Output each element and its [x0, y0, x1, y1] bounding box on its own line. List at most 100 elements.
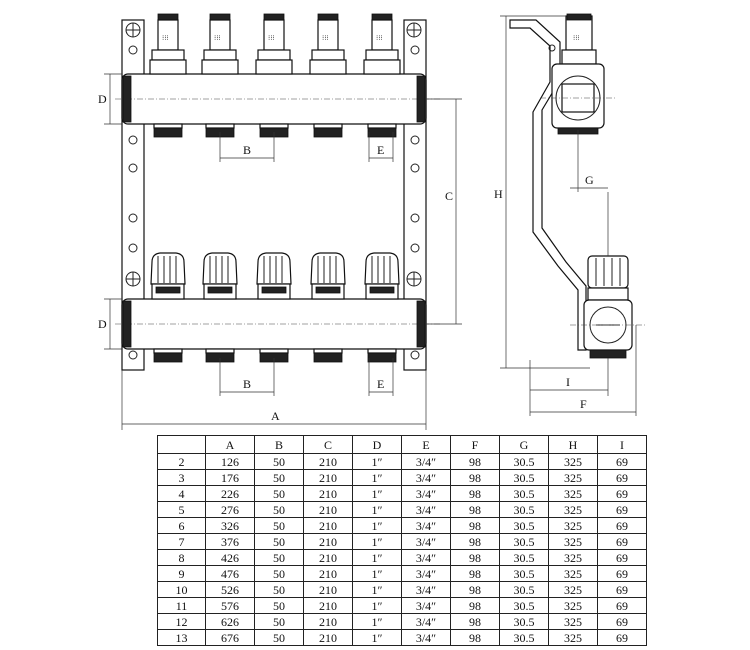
table-cell: 576 — [205, 597, 255, 614]
table-cell: 210 — [303, 597, 353, 614]
outlet-nut — [313, 348, 343, 363]
svg-text:⁝⁝⁝: ⁝⁝⁝ — [268, 35, 275, 42]
table-cell: 30.5 — [499, 501, 549, 518]
table-cell: 69 — [597, 469, 647, 486]
table-cell: 4 — [157, 485, 206, 502]
bracket-hole — [128, 243, 138, 253]
table-cell: 325 — [548, 629, 598, 646]
table-cell: 30.5 — [499, 613, 549, 630]
table-cell: 210 — [303, 581, 353, 598]
table-cell: 98 — [450, 549, 500, 566]
label-b-bottom: B — [243, 377, 251, 391]
table-cell: 526 — [205, 581, 255, 598]
flow-meters: ⁝⁝⁝⁝⁝⁝⁝⁝⁝⁝⁝⁝⁝⁝⁝ — [149, 13, 401, 75]
table-cell: 1″ — [352, 597, 402, 614]
outlet-nut — [153, 123, 183, 138]
side-flow-meter — [565, 15, 593, 51]
table-cell: 8 — [157, 549, 206, 566]
table-cell: 226 — [205, 485, 255, 502]
table-cell: 50 — [254, 581, 304, 598]
table-cell: 1″ — [352, 549, 402, 566]
table-cell: 210 — [303, 501, 353, 518]
table-cell: 69 — [597, 581, 647, 598]
table-cell: 3/4″ — [401, 453, 451, 470]
label-d-bottom: D — [98, 317, 107, 331]
table-cell: 69 — [597, 517, 647, 534]
table-cell: 12 — [157, 613, 206, 630]
table-cell: 325 — [548, 501, 598, 518]
table-cell: 276 — [205, 501, 255, 518]
bracket-hole — [410, 135, 420, 145]
side-view: ⁝⁝⁝ G H — [494, 13, 645, 416]
table-cell: 210 — [303, 485, 353, 502]
valve-knobs — [150, 252, 400, 300]
table-cell: 325 — [548, 469, 598, 486]
table-cell: 69 — [597, 629, 647, 646]
table-cell: 50 — [254, 469, 304, 486]
bracket-hole — [128, 213, 138, 223]
table-cell: 5 — [157, 501, 206, 518]
table-cell: 98 — [450, 501, 500, 518]
table-cell: 6 — [157, 517, 206, 534]
table-cell: 3/4″ — [401, 517, 451, 534]
table-cell: 3/4″ — [401, 613, 451, 630]
svg-text:⁝⁝⁝: ⁝⁝⁝ — [376, 35, 383, 42]
table-cell: 7 — [157, 533, 206, 550]
table-cell: 50 — [254, 565, 304, 582]
table-cell: 2 — [157, 453, 206, 470]
table-cell: 1″ — [352, 613, 402, 630]
table-cell: 325 — [548, 565, 598, 582]
table-cell: 476 — [205, 565, 255, 582]
table-header-row: A B C D E F G H I — [157, 435, 647, 454]
table-cell: 69 — [597, 501, 647, 518]
table-cell: 30.5 — [499, 565, 549, 582]
table-cell: 326 — [205, 517, 255, 534]
table-cell: 9 — [157, 565, 206, 582]
table-cell: 3/4″ — [401, 565, 451, 582]
header-cell: G — [499, 435, 549, 454]
label-i: I — [566, 375, 570, 389]
label-h: H — [494, 187, 503, 201]
dimension-i: I — [529, 358, 609, 416]
svg-text:⁝⁝⁝: ⁝⁝⁝ — [322, 35, 329, 42]
table-cell: 3/4″ — [401, 581, 451, 598]
table-cell: 30.5 — [499, 629, 549, 646]
header-cell: E — [401, 435, 451, 454]
label-a: A — [271, 409, 280, 423]
label-b-top: B — [243, 143, 251, 157]
bracket-hole — [410, 213, 420, 223]
table-cell: 325 — [548, 581, 598, 598]
table-cell: 50 — [254, 453, 304, 470]
valve-knob — [364, 252, 400, 300]
table-cell: 1″ — [352, 565, 402, 582]
header-cell: B — [254, 435, 304, 454]
bracket-hole — [128, 45, 138, 55]
table-cell: 69 — [597, 453, 647, 470]
outlet-nut — [153, 348, 183, 363]
front-view: ⁝⁝⁝⁝⁝⁝⁝⁝⁝⁝⁝⁝⁝⁝⁝ D D — [98, 13, 462, 430]
valve-knob — [150, 252, 186, 300]
table-cell: 210 — [303, 517, 353, 534]
dimension-f: F — [530, 325, 637, 416]
label-e-top: E — [377, 143, 384, 157]
label-e-bottom: E — [377, 377, 384, 391]
table-cell: 3/4″ — [401, 501, 451, 518]
table-cell: 30.5 — [499, 581, 549, 598]
outlet-nut — [313, 123, 343, 138]
table-cell: 30.5 — [499, 533, 549, 550]
table-cell: 3/4″ — [401, 597, 451, 614]
table-cell: 325 — [548, 613, 598, 630]
header-cell: I — [597, 435, 647, 454]
table-cell: 30.5 — [499, 549, 549, 566]
table-cell: 325 — [548, 517, 598, 534]
valve-knob — [256, 252, 292, 300]
dimension-e-bottom: E — [368, 358, 394, 396]
table-cell: 98 — [450, 517, 500, 534]
bracket-hole — [410, 243, 420, 253]
